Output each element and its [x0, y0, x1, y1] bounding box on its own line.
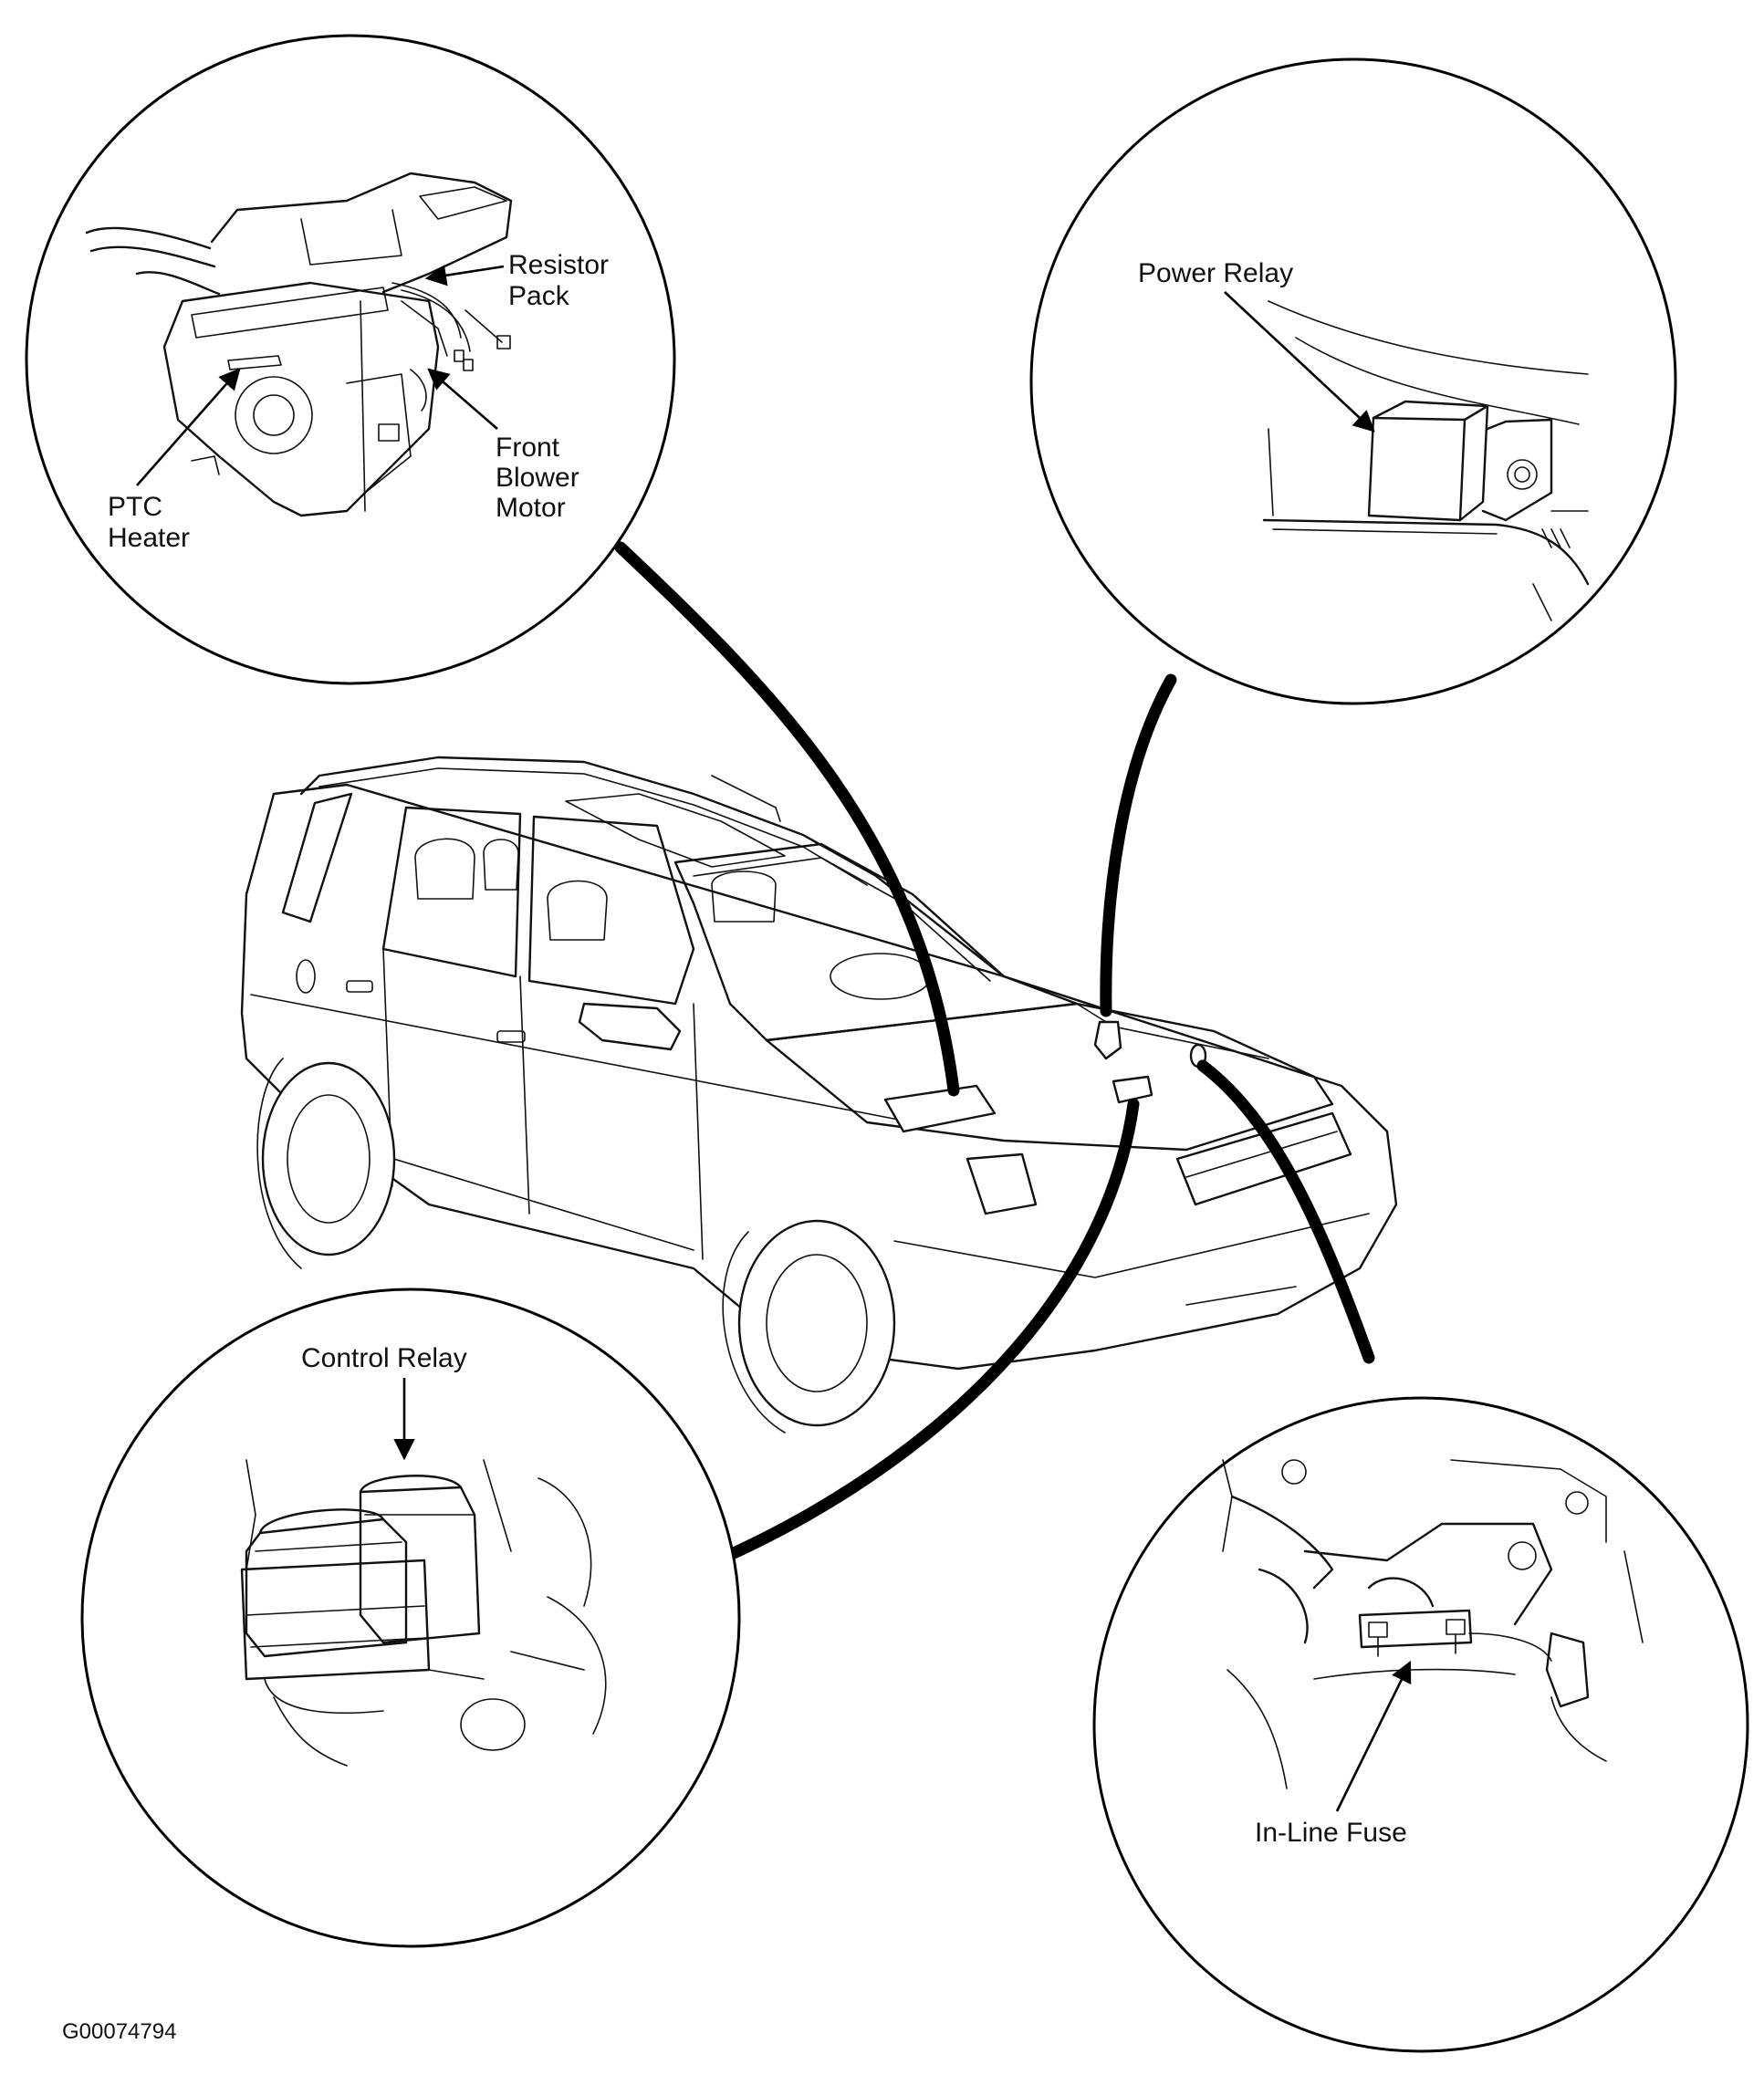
power-relay-location-marker: [1093, 1020, 1122, 1060]
label-power-relay: Power Relay: [1138, 258, 1293, 288]
power-relay-illustration: [1262, 300, 1590, 621]
control-relay-location-marker: [1112, 1075, 1153, 1104]
vehicle-illustration: [240, 756, 1398, 1434]
label-control-relay: Control Relay: [301, 1343, 467, 1373]
leader-line-bottom-right: [1196, 1059, 1375, 1364]
label-ptc-heater: PTC Heater: [108, 492, 190, 553]
arrow-in-line-fuse: [1335, 1660, 1412, 1812]
figure-id: G00074794: [62, 2019, 176, 2044]
label-in-line-fuse: In-Line Fuse: [1255, 1818, 1407, 1848]
arrow-resistor-pack: [424, 265, 505, 287]
control-relay-illustration: [240, 1459, 607, 1767]
leader-line-bottom-left: [694, 1098, 1140, 1574]
callout-top-left: Resistor Pack Front Blower Motor PTC Hea…: [25, 34, 676, 685]
arrow-front-blower-motor: [427, 368, 498, 430]
arrow-power-relay: [1224, 291, 1375, 433]
label-front-blower-motor: Front Blower Motor: [496, 433, 587, 523]
label-resistor-pack: Resistor Pack: [508, 250, 616, 311]
hvac-assembly-illustration: [85, 172, 513, 517]
leader-line-top-left: [614, 541, 960, 1097]
leader-line-top-right: [1100, 673, 1177, 1017]
callout-top-right: Power Relay: [1029, 57, 1677, 705]
arrow-ptc-heater: [136, 368, 241, 486]
callout-bottom-left: Control Relay: [80, 1288, 741, 1948]
in-line-fuse-illustration: [1222, 1459, 1644, 1789]
callout-bottom-right: In-Line Fuse: [1092, 1396, 1749, 2053]
ptc-heater-location-marker: [883, 1084, 997, 1133]
